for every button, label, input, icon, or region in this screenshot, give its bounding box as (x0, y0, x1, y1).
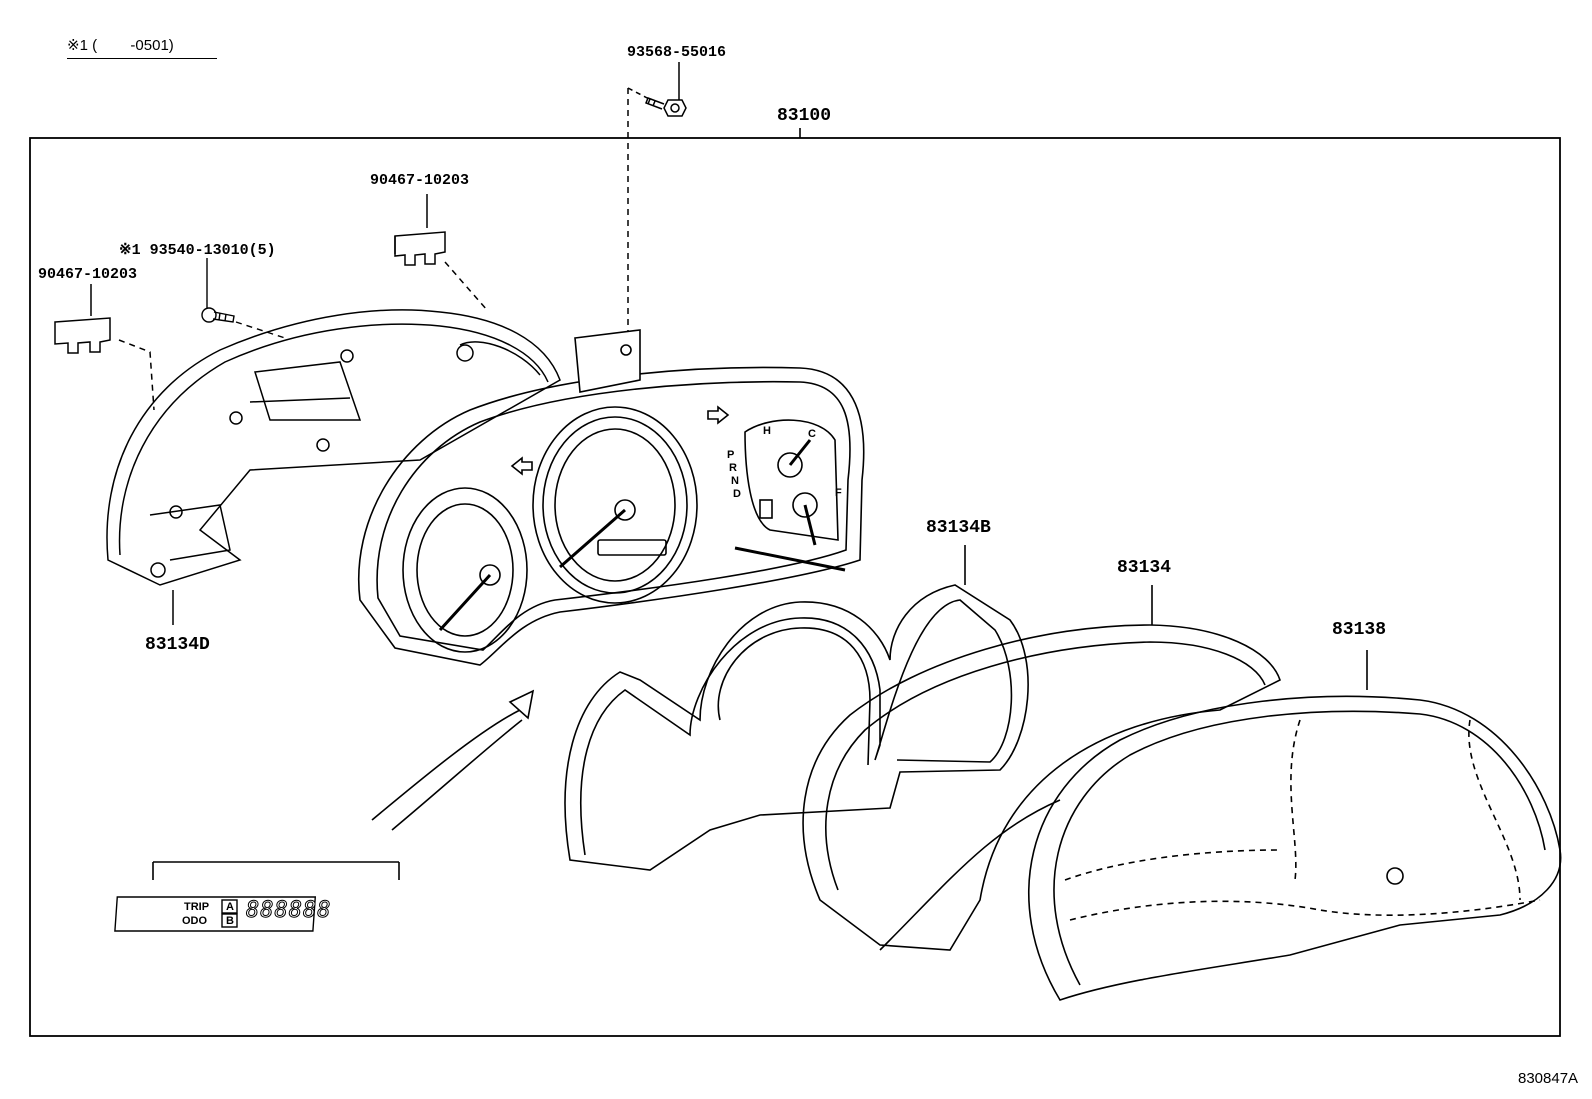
label-screw-mark: ※1 (119, 242, 141, 259)
label-clip-right: 90467-10203 (370, 172, 470, 189)
odo-label: ODO (182, 915, 208, 927)
odometer-readout: 888888 (245, 898, 332, 924)
tachometer-needle (438, 573, 492, 632)
speedometer-needle (559, 508, 626, 569)
temp-cold-mark: C (808, 428, 816, 440)
plate-part (802, 585, 1281, 951)
turn-right-indicator (707, 405, 730, 425)
plate-b-part (564, 545, 1029, 871)
speedometer-dial (532, 406, 698, 604)
label-clip-left: 90467-10203 (38, 266, 138, 283)
assembly-frame (29, 137, 1561, 1037)
label-plate-b: 83134B (926, 518, 991, 538)
assembly-arrow (371, 709, 521, 821)
diagram-code: 830847A (1518, 1070, 1579, 1087)
odo-key: B (226, 915, 234, 927)
label-plate: 83134 (1117, 558, 1172, 578)
gear-r: R (729, 462, 737, 474)
fuel-full-mark: F (835, 487, 842, 499)
footnote-range: ( -0501) (92, 37, 174, 54)
screw-part (201, 258, 286, 339)
clip-right-part (394, 194, 488, 311)
temp-gauge (777, 452, 803, 478)
fuel-gauge (792, 492, 818, 518)
inset-bracket (152, 861, 400, 880)
label-glass: 83138 (1332, 620, 1387, 640)
label-bolt-top: 93568-55016 (627, 44, 727, 61)
trip-key: A (226, 901, 234, 913)
bolt-part (627, 62, 687, 345)
tachometer-dial (402, 487, 528, 653)
meter-unit-part (358, 329, 865, 666)
label-assembly: 83100 (777, 106, 832, 126)
gear-d: D (733, 488, 741, 500)
trip-label: TRIP (184, 901, 210, 913)
label-screw-number: 93540-13010(5) (149, 242, 276, 259)
gear-p: P (727, 449, 735, 461)
footnote: ※1 ( -0501) (67, 36, 174, 54)
label-case-back: 83134D (145, 635, 210, 655)
rear-case-part (106, 309, 561, 625)
label-screw: ※1 93540-13010(5) (119, 240, 276, 259)
gear-n: N (731, 475, 739, 487)
turn-left-indicator (510, 456, 533, 476)
odometer-window (597, 539, 667, 556)
footnote-underline (67, 58, 217, 59)
clip-left-part (54, 284, 155, 411)
temp-hot-mark: H (763, 425, 771, 437)
trip-odo-display (114, 896, 317, 932)
glass-part (1028, 650, 1562, 1001)
footnote-mark: ※1 (67, 37, 88, 54)
